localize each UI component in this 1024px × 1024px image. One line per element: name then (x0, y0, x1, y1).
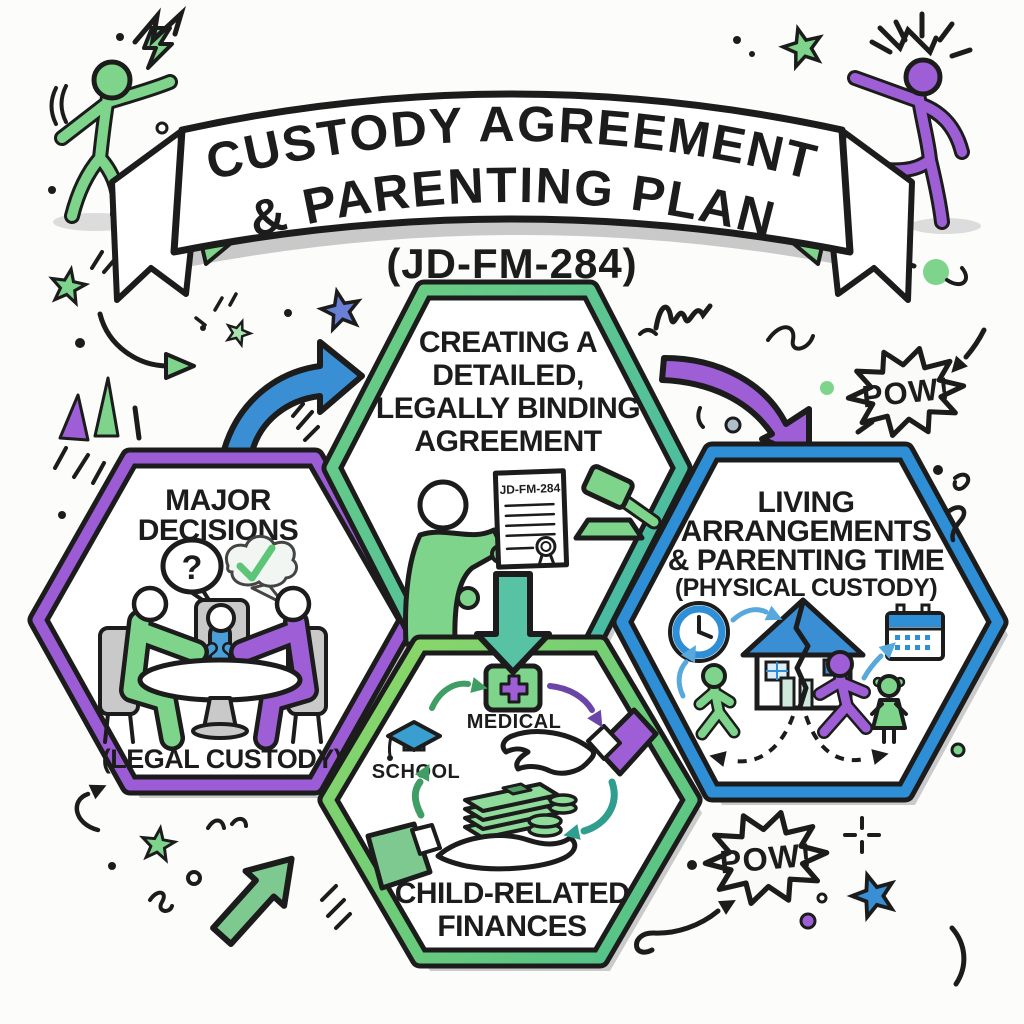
zigzag-doodle-top-left (48, 5, 187, 194)
blue-star-bottom (845, 866, 902, 922)
hand-giving (500, 729, 597, 776)
form-number: (JD-FM-284) (386, 240, 637, 287)
bottom-right-sparkles (799, 816, 967, 987)
finance-cycle-arrows (411, 677, 618, 844)
question-mark: ? (182, 549, 203, 587)
bottom-left-doodles (74, 777, 352, 930)
walking-parent-green-icon (693, 663, 741, 741)
green-arrow-icon (210, 855, 295, 948)
graduation-cap-icon (386, 720, 442, 761)
school-label: SCHOOL (372, 761, 461, 783)
down-arrow-icon (474, 571, 552, 675)
question-bubble-icon: ? (160, 537, 224, 610)
major-decisions-title-line1: MAJOR (165, 484, 272, 517)
green-splat-icon (222, 316, 255, 348)
exchange-arrows (676, 605, 902, 767)
pow-bottom-text: POW! (718, 837, 814, 881)
scribble-arrow-top-right (733, 25, 939, 57)
hexagon-finances: MEDICAL SCHOOL (317, 634, 703, 971)
pow-burst-right: POW! (844, 344, 968, 439)
child-girl-green-icon (870, 674, 908, 744)
hexagon-agreement: CREATING A DETAILED, LEGALLY BINDING AGR… (321, 279, 693, 661)
blue-curved-arrow-icon (221, 339, 365, 455)
pow-arrow-doodle (855, 327, 987, 435)
green-star-bottom-left (138, 824, 178, 863)
loop-arrow-doodle (634, 860, 828, 955)
finances-title-line1: CHILD-RELATED (395, 877, 630, 910)
green-figure-doodle (53, 59, 178, 231)
agreement-title-line2: DETAILED, (432, 359, 584, 392)
document-icon: JD-FM-284 (492, 468, 570, 570)
living-title-line3: & PARENTING TIME (668, 544, 944, 577)
agreement-title-line3: LEGALLY BINDING (376, 392, 640, 425)
pow-burst-bottom: POW! (702, 809, 831, 907)
living-title-line4: (PHYSICAL CUSTODY) (675, 574, 938, 602)
running-parent-purple-icon (813, 650, 873, 739)
green-star-top-right (777, 22, 828, 71)
money-exchange-icon (365, 707, 659, 891)
question-curl-doodles (933, 465, 971, 758)
purple-sleeve (593, 707, 659, 777)
finances-title-line2: FINANCES (437, 910, 586, 943)
banner-ribbon: CUSTODY AGREEMENT & PARENTING PLAN (109, 90, 915, 303)
calendar-icon (885, 603, 945, 661)
living-title-line2: ARRANGEMENTS (681, 515, 932, 548)
family-table-illustration (98, 585, 328, 751)
agreement-title-line1: CREATING A (419, 326, 597, 359)
purple-figure-doodle (847, 11, 981, 234)
green-star-left (47, 264, 90, 306)
document-form-label: JD-FM-284 (499, 481, 560, 497)
round-table (137, 657, 303, 703)
gavel-icon (573, 464, 662, 541)
clock-icon (668, 601, 730, 663)
legal-custody-caption: (LEGAL CUSTODY) (102, 744, 343, 774)
hexagon-major-decisions: MAJOR DECISIONS ? (27, 447, 419, 798)
blue-star-icon (316, 285, 365, 333)
house-crack (793, 601, 811, 711)
medical-label: MEDICAL (467, 711, 562, 733)
seal-icon (535, 535, 557, 557)
living-title-line1: LIVING (757, 486, 854, 519)
sparkle-doodles-left (47, 250, 365, 519)
hexagon-living-arrangements: LIVING ARRANGEMENTS & PARENTING TIME (PH… (611, 441, 1009, 805)
parent-purple-figure (229, 585, 319, 751)
parent-green-figure (119, 585, 209, 751)
hand-receiving (435, 833, 578, 872)
money-stack (463, 782, 578, 840)
agreement-title-line4: AGREEMENT (414, 425, 601, 458)
